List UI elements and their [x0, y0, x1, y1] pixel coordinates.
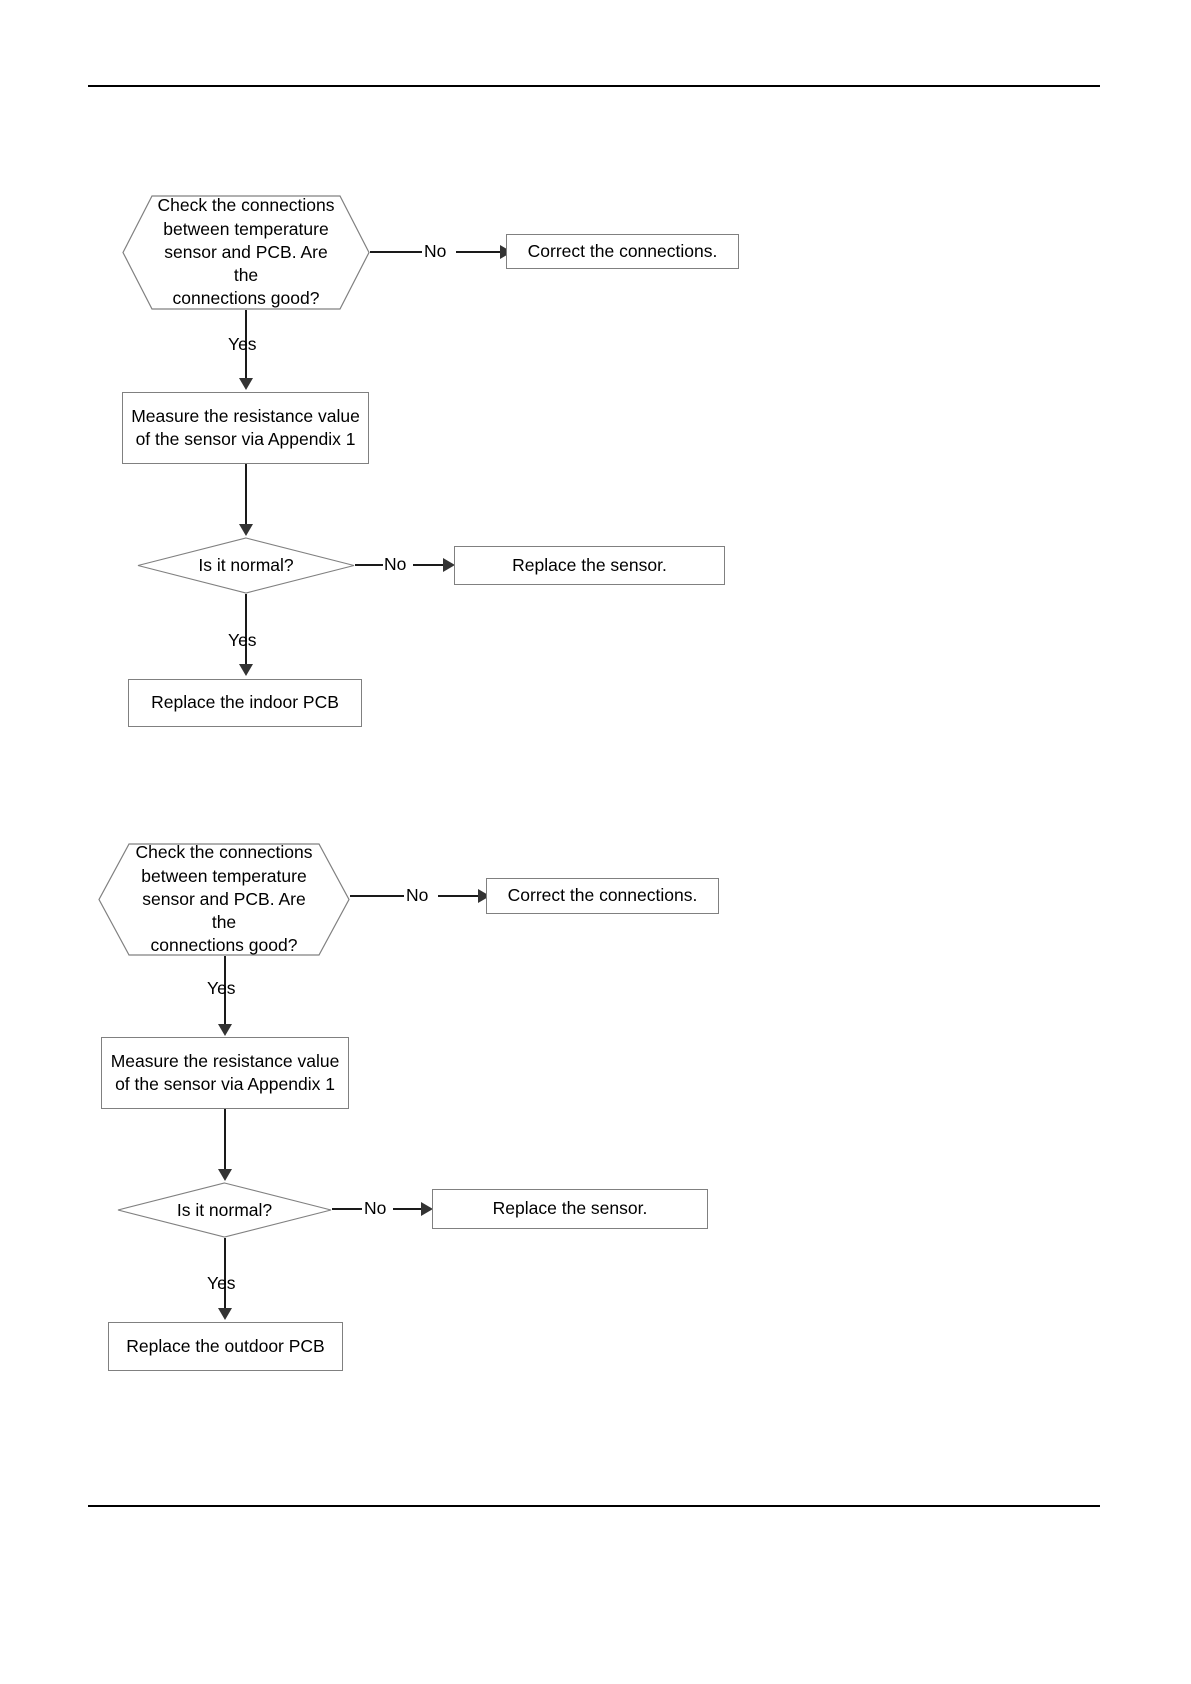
node-replace-outdoor-pcb-label: Replace the outdoor PCB: [126, 1335, 325, 1356]
node-replace-sensor-2[interactable]: Replace the sensor.: [432, 1189, 708, 1229]
connector-check-to-measure-2: [224, 956, 226, 1026]
node-measure-resistance-2[interactable]: Measure the resistance value of the sens…: [101, 1037, 349, 1109]
edge-label-normal-yes: Yes: [228, 630, 257, 650]
connector-decision-to-pcb: [245, 594, 247, 666]
connector-check-to-correct-left: [370, 251, 422, 253]
arrowhead-check-to-measure: [239, 378, 253, 390]
edge-label-check-no-2: No: [406, 885, 429, 905]
connector-decision-to-sensor-right-2: [393, 1208, 423, 1210]
node-is-it-normal-2[interactable]: Is it normal?: [117, 1182, 332, 1238]
edge-label-check-yes: Yes: [228, 334, 257, 354]
node-measure-resistance-label: Measure the resistance value of the sens…: [131, 405, 360, 449]
edge-label-check-yes-2: Yes: [207, 978, 236, 998]
arrowhead-decision-to-pcb-2: [218, 1308, 232, 1320]
connector-check-to-correct-right-2: [438, 895, 480, 897]
node-check-connections[interactable]: Check the connections between temperatur…: [122, 195, 370, 310]
node-correct-connections-label: Correct the connections.: [527, 240, 718, 261]
connector-decision-to-sensor-left-2: [332, 1208, 362, 1210]
node-is-it-normal-2-label: Is it normal?: [176, 1199, 273, 1220]
arrowhead-measure-to-decision-2: [218, 1169, 232, 1181]
node-check-connections-2-label: Check the connections between temperatur…: [135, 842, 313, 956]
node-replace-indoor-pcb[interactable]: Replace the indoor PCB: [128, 679, 362, 727]
edge-label-normal-no: No: [384, 554, 407, 574]
node-replace-sensor[interactable]: Replace the sensor.: [454, 546, 725, 585]
connector-measure-to-decision: [245, 464, 247, 526]
edge-label-normal-yes-2: Yes: [207, 1273, 236, 1293]
arrowhead-measure-to-decision: [239, 524, 253, 536]
node-correct-connections-2-label: Correct the connections.: [507, 885, 698, 906]
edge-label-check-no: No: [424, 241, 447, 261]
footer-rule: [88, 1505, 1100, 1507]
arrowhead-decision-to-sensor: [443, 558, 455, 572]
connector-measure-to-decision-2: [224, 1109, 226, 1171]
node-replace-sensor-label: Replace the sensor.: [512, 554, 667, 575]
connector-decision-to-pcb-2: [224, 1238, 226, 1310]
node-check-connections-2[interactable]: Check the connections between temperatur…: [98, 842, 350, 956]
node-replace-sensor-2-label: Replace the sensor.: [492, 1198, 648, 1219]
arrowhead-check-to-measure-2: [218, 1024, 232, 1036]
node-measure-resistance[interactable]: Measure the resistance value of the sens…: [122, 392, 369, 464]
node-check-connections-label: Check the connections between temperatur…: [157, 195, 335, 309]
node-is-it-normal[interactable]: Is it normal?: [137, 537, 355, 594]
header-rule: [88, 85, 1100, 87]
arrowhead-decision-to-sensor-2: [421, 1202, 433, 1216]
node-correct-connections[interactable]: Correct the connections.: [506, 234, 739, 269]
node-replace-outdoor-pcb[interactable]: Replace the outdoor PCB: [108, 1322, 343, 1371]
node-is-it-normal-label: Is it normal?: [198, 555, 294, 576]
node-measure-resistance-2-label: Measure the resistance value of the sens…: [110, 1050, 340, 1094]
edge-label-normal-no-2: No: [364, 1198, 387, 1218]
node-replace-indoor-pcb-label: Replace the indoor PCB: [151, 692, 339, 713]
connector-decision-to-sensor-left: [355, 564, 383, 566]
arrowhead-decision-to-pcb: [239, 664, 253, 676]
connector-check-to-correct-right: [456, 251, 502, 253]
connector-check-to-measure: [245, 310, 247, 380]
connector-decision-to-sensor-right: [413, 564, 445, 566]
node-correct-connections-2[interactable]: Correct the connections.: [486, 878, 719, 914]
connector-check-to-correct-left-2: [350, 895, 404, 897]
